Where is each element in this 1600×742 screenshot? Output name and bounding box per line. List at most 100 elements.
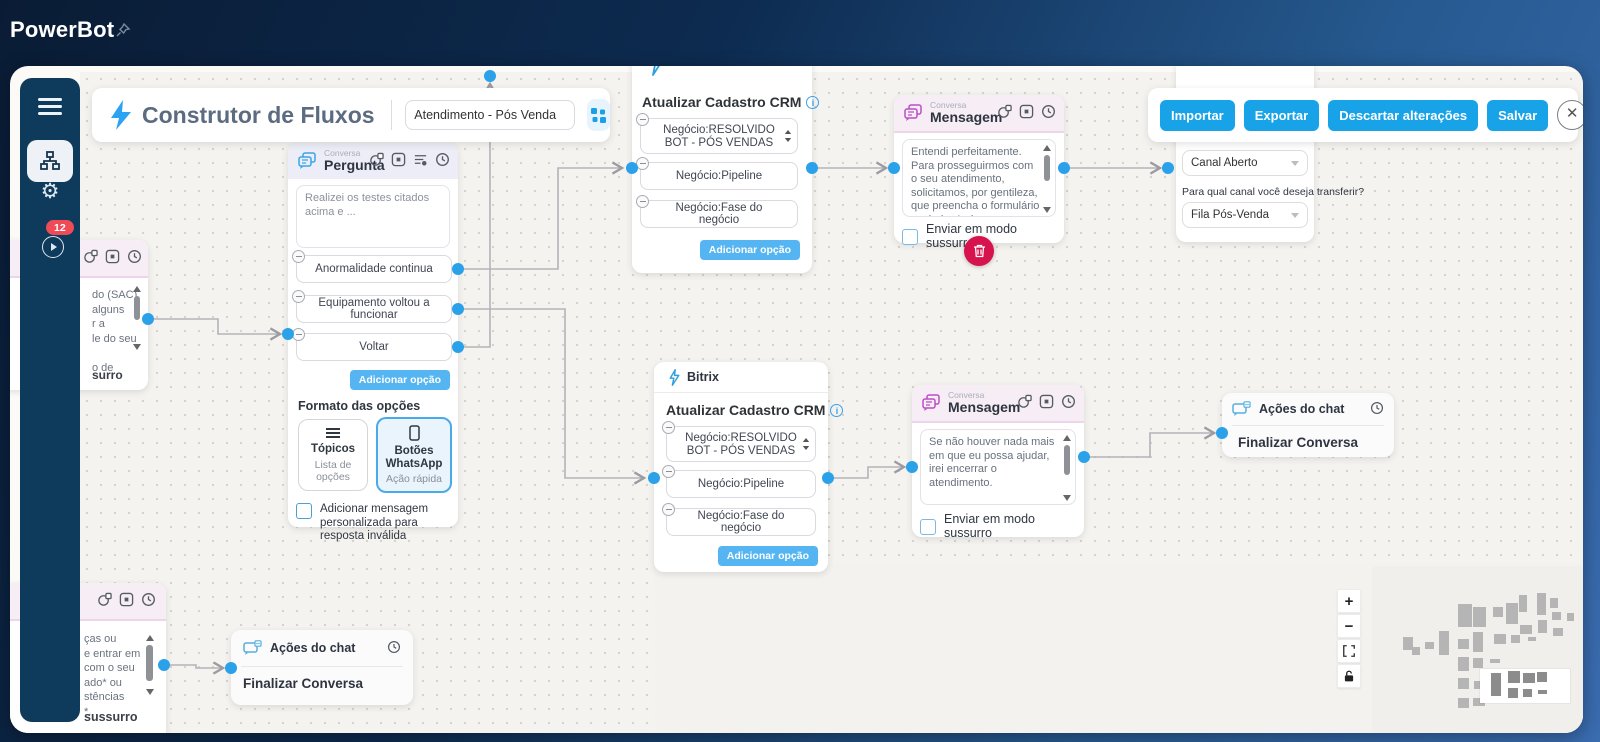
grid-view-button[interactable]: [587, 99, 610, 131]
scroll-up-icon[interactable]: [1063, 435, 1071, 441]
clock-icon[interactable]: [435, 152, 450, 167]
checkbox[interactable]: [296, 503, 312, 519]
scrollbar-thumb[interactable]: [1064, 445, 1070, 475]
lock-button[interactable]: [1337, 664, 1361, 688]
crm-field-row[interactable]: Negócio:RESOLVIDO BOT - PÓS VENDAS: [662, 421, 816, 462]
scroll-up-icon[interactable]: [133, 286, 141, 292]
info-icon[interactable]: i: [806, 95, 820, 109]
delete-node-button[interactable]: [964, 236, 994, 266]
edge[interactable]: [458, 308, 647, 485]
duplicate-icon[interactable]: [83, 249, 98, 264]
info-icon[interactable]: i: [830, 403, 844, 417]
option-row[interactable]: Equipamento voltou a funcionar: [292, 290, 452, 323]
content-box-icon[interactable]: [1019, 104, 1034, 119]
scroll-down-icon[interactable]: [146, 689, 154, 695]
zoom-in-button[interactable]: +: [1337, 589, 1361, 613]
export-button[interactable]: Exportar: [1243, 99, 1320, 131]
duplicate-icon[interactable]: [1017, 394, 1032, 409]
crm-field-row[interactable]: Negócio:Fase do negócio: [636, 195, 798, 228]
add-option-button[interactable]: Adicionar opção: [717, 546, 818, 566]
checkbox[interactable]: [902, 228, 918, 245]
channel-select[interactable]: Canal Aberto: [1182, 150, 1308, 176]
pin-icon[interactable]: [115, 22, 131, 38]
discard-changes-button[interactable]: Descartar alterações: [1328, 99, 1479, 131]
option-row[interactable]: Anormalidade continua: [292, 250, 452, 283]
node-header: Ações do chat: [1232, 401, 1344, 417]
node-pergunta[interactable]: Conversa Pergunta Realizei os testes cit…: [288, 143, 458, 542]
scroll-down-icon[interactable]: [1063, 495, 1071, 501]
content-box-icon[interactable]: [105, 249, 120, 264]
node-chat-actions-right[interactable]: Ações do chat Finalizar Conversa: [1222, 393, 1394, 457]
edge[interactable]: [164, 661, 226, 675]
clock-icon[interactable]: [387, 640, 401, 654]
scroll-up-icon[interactable]: [146, 635, 154, 641]
clock-icon[interactable]: [1370, 401, 1384, 415]
menu-icon[interactable]: [38, 98, 62, 115]
edge[interactable]: [458, 161, 625, 270]
minimap[interactable]: [1372, 566, 1583, 733]
scroll-arrows-icon[interactable]: [784, 130, 792, 143]
clock-icon[interactable]: [1061, 394, 1076, 409]
clock-icon[interactable]: [141, 592, 156, 607]
sidebar-item-settings[interactable]: ⚙: [40, 180, 60, 203]
question-message-box[interactable]: Realizei os testes citados acima e ...: [296, 185, 450, 248]
node-chat-actions-bottom[interactable]: Ações do chat Finalizar Conversa: [231, 630, 413, 705]
message-text-box[interactable]: Se não houver nada mais em que eu possa …: [920, 429, 1076, 505]
import-button[interactable]: Importar: [1160, 99, 1235, 131]
clock-icon[interactable]: [127, 249, 142, 264]
crm-field-row[interactable]: Negócio:Pipeline: [662, 465, 816, 498]
sidebar-item-executions[interactable]: [42, 236, 64, 258]
message-text-fragment: ças ou e entrar em com o seu ado* ou stê…: [84, 633, 141, 718]
node-mensagem-bottom[interactable]: Conversa Mensagem Se não houver nada mai…: [912, 385, 1084, 539]
format-topics-card[interactable]: Tópicos Lista de opções: [298, 419, 368, 491]
scroll-down-icon[interactable]: [133, 344, 141, 350]
edge[interactable]: [148, 318, 283, 341]
add-option-button[interactable]: Adicionar opção: [349, 370, 450, 390]
message-text-box[interactable]: Entendi perfeitamente. Para prosseguirmo…: [902, 139, 1056, 217]
scrollbar-thumb[interactable]: [134, 296, 140, 320]
remove-field-icon[interactable]: [662, 465, 675, 478]
crm-field-row[interactable]: Negócio:RESOLVIDO BOT - PÓS VENDAS: [636, 113, 798, 154]
remove-field-icon[interactable]: [662, 421, 675, 434]
option-row[interactable]: Voltar: [292, 328, 452, 361]
content-box-icon[interactable]: [1039, 394, 1054, 409]
remove-field-icon[interactable]: [636, 195, 649, 208]
fit-view-button[interactable]: [1337, 639, 1361, 663]
scrollbar-thumb[interactable]: [146, 645, 153, 681]
content-box-icon[interactable]: [391, 152, 406, 167]
remove-field-icon[interactable]: [636, 157, 649, 170]
queue-select[interactable]: Fila Pós-Venda: [1182, 202, 1308, 228]
duplicate-icon[interactable]: [369, 152, 384, 167]
filter-lines-icon[interactable]: [413, 152, 428, 167]
remove-field-icon[interactable]: [662, 503, 675, 516]
scroll-up-icon[interactable]: [1043, 145, 1051, 151]
checkbox[interactable]: [920, 518, 936, 535]
remove-option-icon[interactable]: [292, 328, 305, 341]
minimap-viewport[interactable]: [1480, 669, 1570, 703]
content-box-icon[interactable]: [119, 592, 134, 607]
remove-option-icon[interactable]: [292, 290, 305, 303]
duplicate-icon[interactable]: [97, 592, 112, 607]
zoom-out-button[interactable]: −: [1337, 614, 1361, 638]
edge[interactable]: [1084, 426, 1217, 458]
sidebar-item-flows[interactable]: [27, 140, 73, 182]
scroll-down-icon[interactable]: [1043, 207, 1051, 213]
crm-field-row[interactable]: Negócio:Fase do negócio: [662, 503, 816, 536]
edge[interactable]: [828, 460, 907, 479]
node-mensagem-top[interactable]: Conversa Mensagem Entendi perfeitamente.…: [894, 95, 1064, 266]
remove-field-icon[interactable]: [636, 113, 649, 126]
edge[interactable]: [458, 81, 497, 348]
format-whatsapp-card[interactable]: Botões WhatsApp Ação rápida: [376, 417, 452, 493]
close-icon[interactable]: ✕: [1557, 100, 1583, 130]
clock-icon[interactable]: [1041, 104, 1056, 119]
add-option-button[interactable]: Adicionar opção: [699, 240, 800, 260]
crm-field-row[interactable]: Negócio:Pipeline: [636, 157, 798, 190]
duplicate-icon[interactable]: [997, 104, 1012, 119]
save-button[interactable]: Salvar: [1487, 99, 1549, 131]
remove-option-icon[interactable]: [292, 250, 305, 263]
scrollbar-thumb[interactable]: [1044, 155, 1050, 181]
scroll-arrows-icon[interactable]: [802, 438, 810, 451]
flow-name-input[interactable]: [405, 100, 576, 130]
